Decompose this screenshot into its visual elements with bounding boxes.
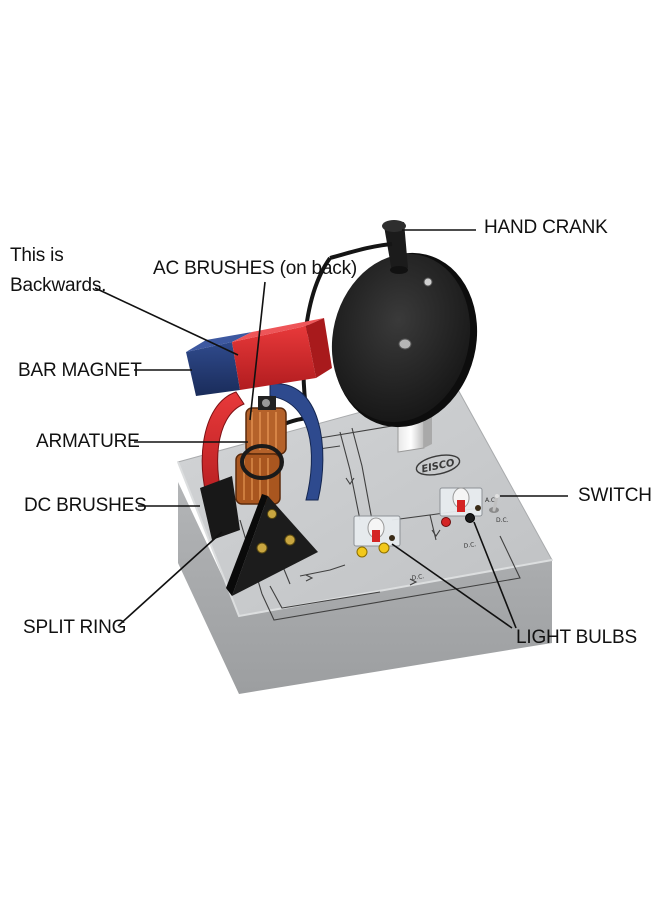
board-dc-marking-left: D.C.	[411, 573, 425, 582]
bar-magnet-label: BAR MAGNET	[18, 360, 142, 381]
bar-magnet-red-pole	[232, 326, 316, 390]
ac-brushes-label: AC BRUSHES (on back)	[153, 258, 358, 279]
magnet-assembly	[200, 383, 324, 596]
backwards-note-line2: Backwards.	[10, 275, 107, 296]
switch-dc-marking: D.C.	[496, 517, 509, 524]
blue-pole-arc	[269, 383, 324, 501]
brand-logo-oval	[415, 454, 461, 476]
callout-lines	[94, 229, 568, 629]
light-bulbs-label: LIGHT BULBS	[516, 627, 637, 648]
base-board-side	[178, 482, 552, 694]
light-bulb-left	[353, 515, 401, 558]
light-bulb-right	[439, 487, 483, 527]
armature-label: ARMATURE	[36, 431, 140, 452]
light-bulbs-leader-right	[473, 521, 517, 629]
backwards-note-leader	[94, 287, 239, 356]
toggle-switch	[489, 494, 499, 513]
switch-ac-marking: A.C.	[485, 497, 497, 504]
split-ring-leader	[117, 531, 223, 627]
split-ring-mount	[226, 494, 318, 596]
dc-brushes-label: DC BRUSHES	[24, 495, 147, 516]
dc-brush-block	[200, 476, 240, 540]
hand-crank-label: HAND CRANK	[484, 217, 608, 238]
crank-handle	[382, 220, 408, 274]
light-bulbs-leader-left	[391, 543, 513, 629]
backwards-note-line1: This is	[10, 245, 64, 266]
armature-coils	[235, 396, 287, 505]
split-ring-label: SPLIT RING	[23, 617, 127, 638]
bar-magnet-blue-pole	[186, 342, 240, 396]
crank-wheel	[331, 220, 478, 428]
ac-brushes-leader	[249, 281, 266, 421]
board-dc-marking-right: D.C.	[463, 541, 477, 550]
bar-magnet	[186, 318, 332, 396]
switch-label: SWITCH	[578, 485, 652, 506]
